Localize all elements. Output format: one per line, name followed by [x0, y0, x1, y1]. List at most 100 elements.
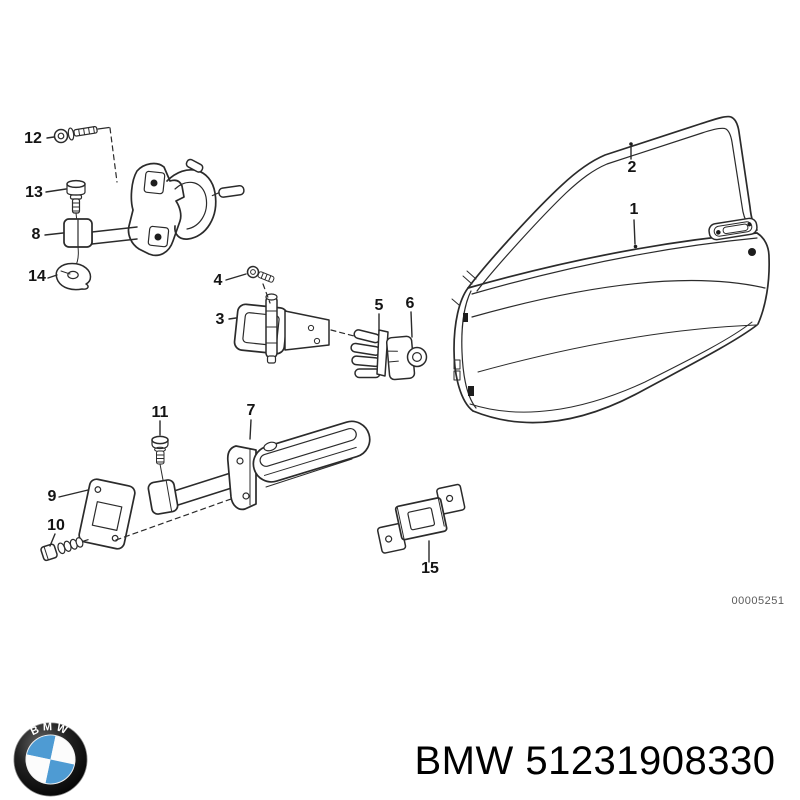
parts-diagram-canvas: 1 2 3 4 5 6: [24, 115, 785, 607]
screw-4-dash-leader: [262, 283, 271, 304]
window-frame-outer: [467, 115, 758, 289]
part-label-15: 15: [421, 560, 439, 577]
screw-10-head: [40, 543, 58, 562]
screw-11-head-top: [151, 435, 169, 445]
handle-grip: [722, 223, 749, 235]
clip-14-hole: [67, 270, 79, 280]
leader-line-3: [228, 317, 237, 320]
door-hinge-assembly: [233, 265, 355, 364]
hinge-plate: [233, 303, 289, 355]
screw-4-head: [246, 265, 260, 279]
hinge-pin-cap: [265, 293, 278, 301]
part-label-group-14: 14: [28, 268, 58, 285]
screw-12-washer: [67, 127, 75, 141]
bolt-13-head-top: [66, 179, 86, 189]
shim-5-prong-4: [354, 368, 381, 379]
pillar-hatch-2: [466, 270, 477, 280]
leader-dot-1: [633, 244, 638, 249]
leader-line-14: [47, 274, 58, 279]
thread-tick: [268, 275, 272, 282]
bracket-15-window: [407, 507, 436, 531]
leader-dot-2: [629, 142, 633, 146]
hinge-pin-foot: [266, 355, 277, 364]
part-label-group-12: 12: [24, 130, 55, 147]
bracket-bottom-bolt: [154, 233, 162, 241]
shim-5-prong-2: [350, 342, 381, 356]
screw-12-link: [97, 126, 110, 130]
top-pin: [185, 158, 204, 173]
bmw-logo-letters: BMW: [29, 721, 69, 738]
bracket-15-fold-1: [396, 506, 405, 540]
check-pin-bar: [211, 185, 245, 198]
strap-arm-bottom: [91, 238, 138, 245]
upper-check-strap-assembly: [53, 126, 245, 291]
door-hem-line: [469, 321, 753, 413]
screw-4-head-center: [250, 269, 256, 275]
bracket-top-plate: [143, 170, 166, 195]
handle-dot-right: [747, 222, 752, 227]
clip-14-body: [55, 262, 92, 291]
bracket-bottom-plate: [147, 225, 170, 248]
thread-tick: [88, 127, 90, 134]
door-front-edge: [453, 287, 474, 412]
screw-12: [53, 126, 118, 183]
part-label-2: 2: [628, 159, 637, 176]
part-label-6: 6: [406, 295, 415, 312]
striker-bracket-15: [376, 483, 466, 554]
logo-quadrant-white-bl: [26, 754, 51, 784]
gasket-plate-body: [78, 478, 136, 550]
check-loop-inner: [174, 181, 208, 230]
leader-line-9: [58, 489, 89, 498]
gasket-plate-window: [91, 501, 123, 531]
window-frame-inner: [476, 127, 749, 292]
part-label-group-3: 3: [216, 311, 237, 328]
part-label-5: 5: [375, 297, 384, 314]
part-label-group-4: 4: [214, 272, 247, 289]
check-arm-lower-line: [263, 446, 357, 476]
logo-quadrant-blue-tl: [26, 735, 56, 760]
leader-line-7: [249, 419, 252, 440]
drawing-number: 00005251: [732, 595, 785, 607]
hinge-shim-dash-leader: [330, 329, 355, 337]
part-label-group-15: 15: [421, 540, 439, 577]
door-crease-upper: [471, 279, 766, 318]
door-crease-lower: [477, 324, 757, 373]
rubber-stop-body: [147, 479, 179, 515]
door-check-assembly: [40, 420, 371, 562]
shim-5-prong-1: [353, 329, 381, 344]
shim-6: [385, 335, 428, 381]
part-label-group-5: 5: [375, 297, 384, 332]
screw-12-head-center: [57, 132, 65, 140]
part-label-group-1: 1: [630, 201, 639, 249]
part-label-8: 8: [32, 226, 41, 243]
check-spring-rod: [265, 458, 353, 488]
part-number-text: BMW 51231908330: [414, 739, 776, 783]
front-face-hole-2: [453, 370, 461, 381]
bolt-13: [66, 179, 86, 232]
hinge-wing: [284, 310, 330, 351]
logo-quadrant-blue-br: [45, 759, 75, 784]
belt-line-2: [471, 237, 758, 295]
part-label-group-7: 7: [247, 402, 256, 440]
bracket-15-center: [394, 497, 448, 541]
clip-14: [55, 262, 92, 291]
block-8: [63, 218, 93, 268]
screw-11-head-side: [151, 439, 169, 450]
screw-11: [151, 435, 169, 481]
part-label-group-8: 8: [32, 226, 64, 243]
hinge-plate-inner: [242, 312, 280, 346]
shim-6-ring: [406, 346, 428, 368]
gasket-plate-9: [78, 478, 136, 550]
part-label-13: 13: [25, 184, 43, 201]
screw-10: [40, 537, 89, 562]
part-label-10: 10: [47, 517, 65, 534]
screw-12-head: [53, 128, 69, 144]
door-bottom-edge: [472, 324, 758, 424]
hinge-plate-outer: [233, 303, 289, 355]
leader-line-12: [46, 136, 55, 139]
hinge-wing-hole-1: [307, 324, 315, 332]
clip-14-slot: [60, 270, 71, 275]
part-label-group-11: 11: [152, 404, 169, 436]
front-face-slot: [451, 298, 460, 306]
